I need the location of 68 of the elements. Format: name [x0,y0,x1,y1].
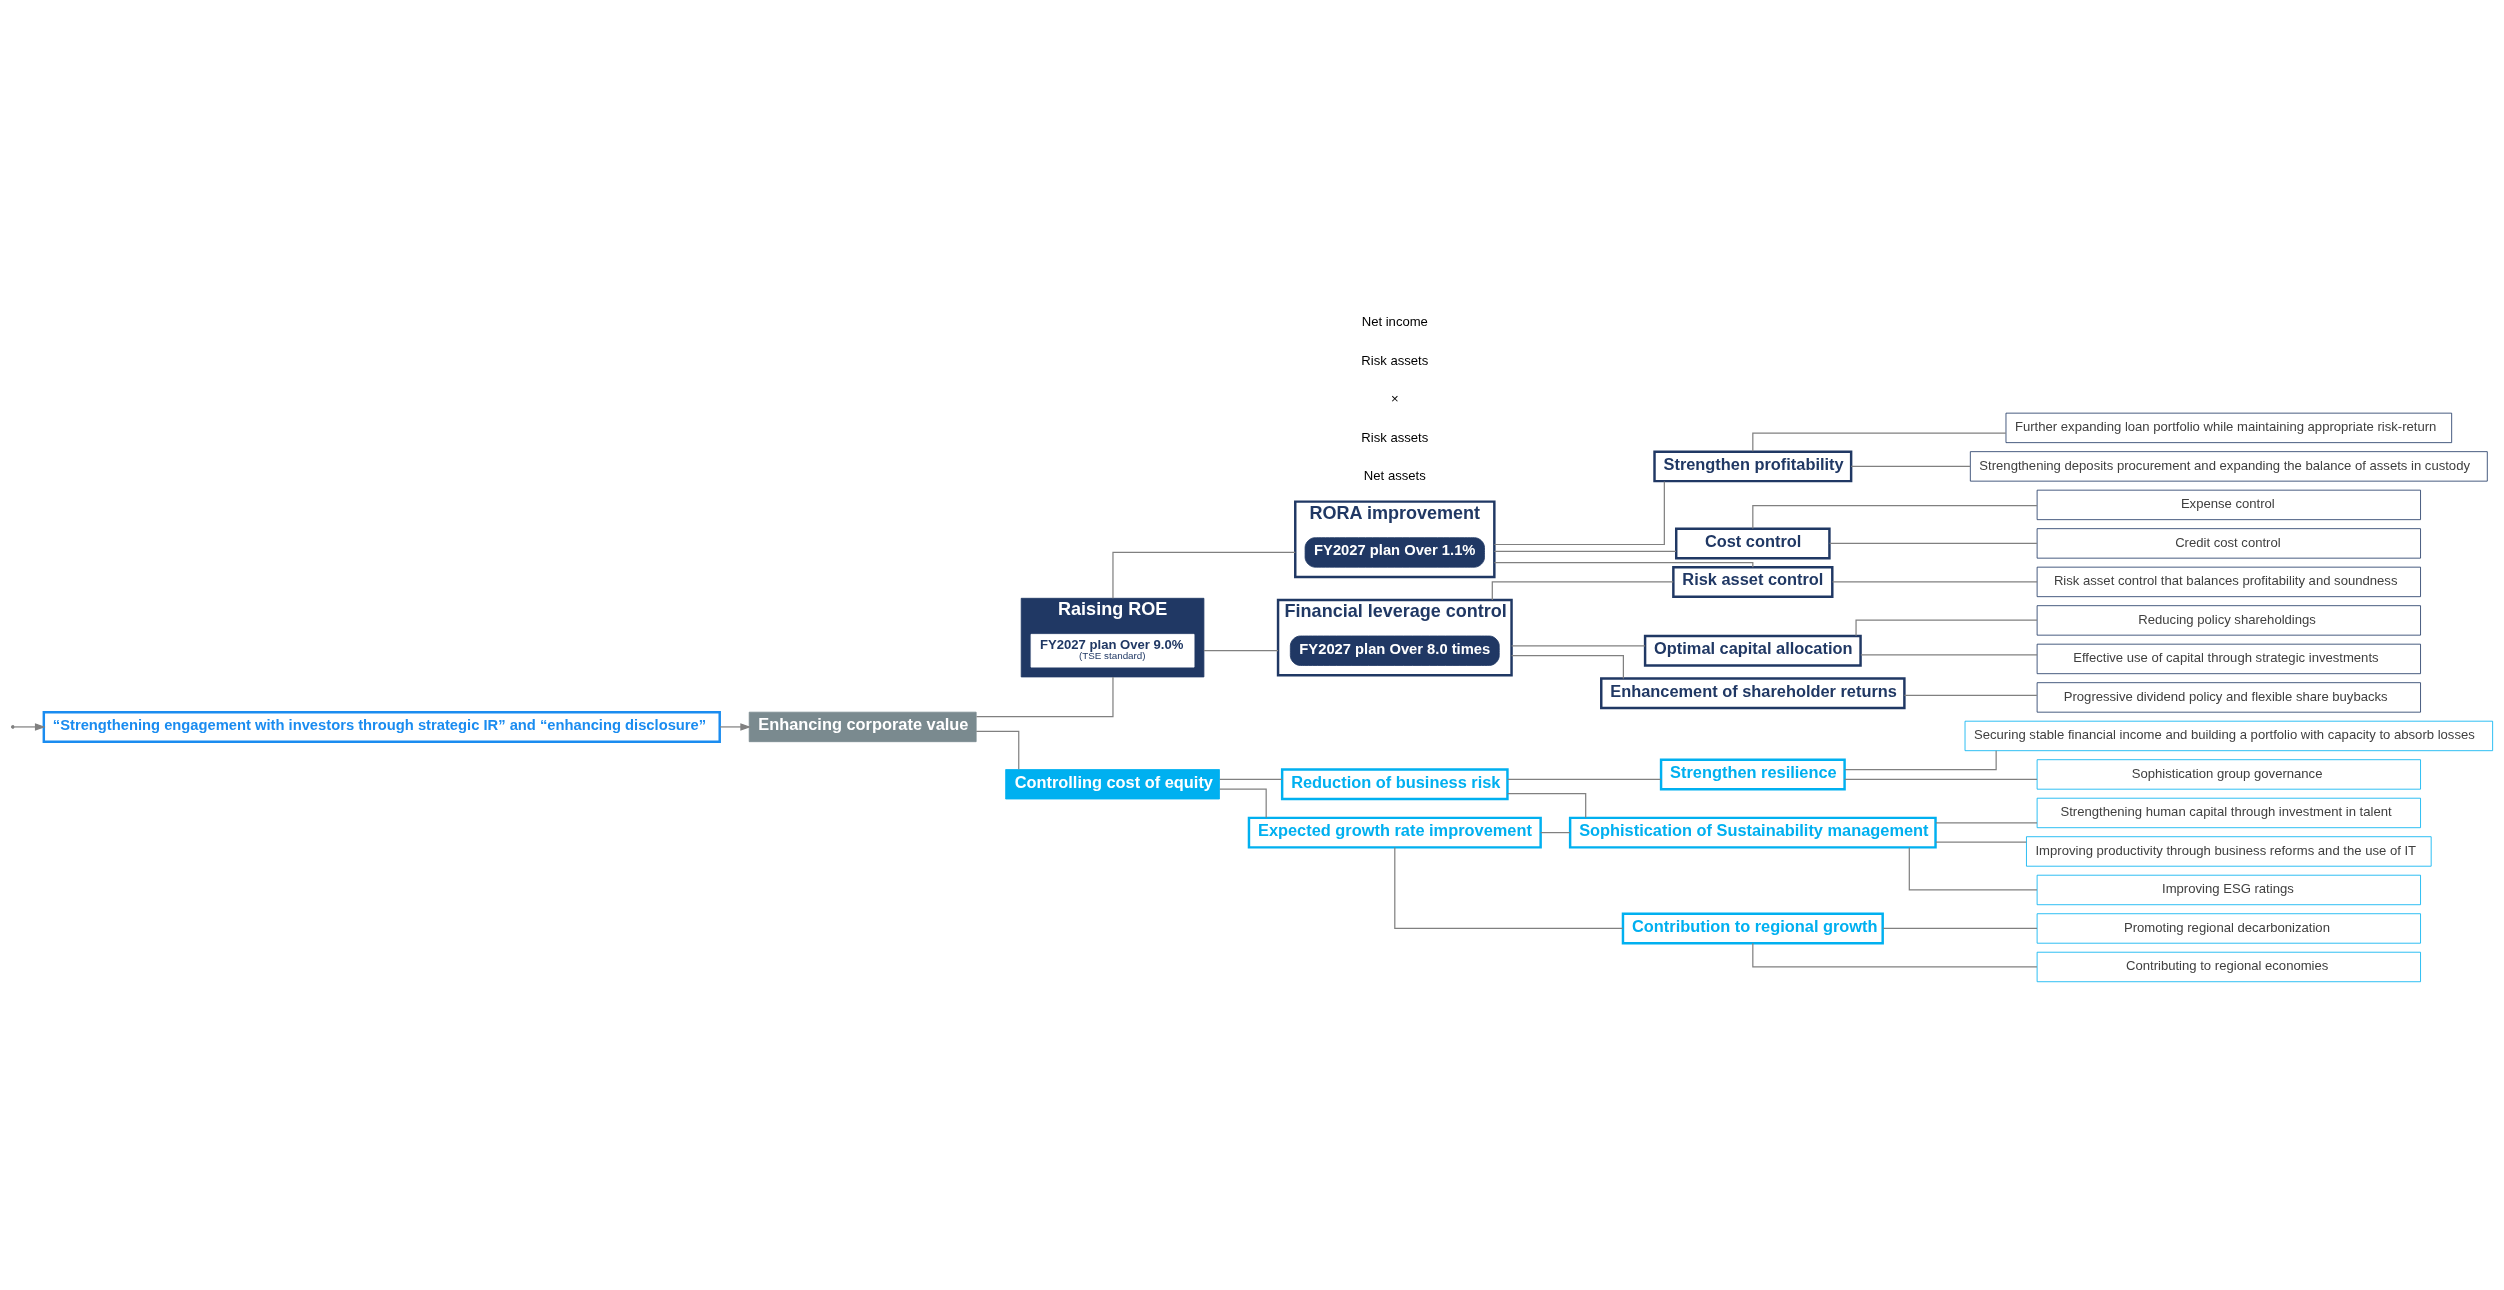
connector [1752,432,2007,452]
node-box: Reducing policy shareholdings [2036,605,2421,636]
node-box: Strengthen resilience [1659,758,1846,791]
connector [975,676,1114,718]
node-box: Contribution to regional growth [1621,912,1884,945]
node-box: Expense control [2036,489,2421,521]
label: Risk assets [1361,352,1429,368]
node-box: Strengthening human capital through investment in talent [2036,797,2421,829]
connector [1935,841,2027,843]
node-box: Promoting regional decarbonization [2036,913,2421,944]
node-box: Improving ESG ratings [2036,874,2421,906]
connector [1540,832,1571,834]
connector [1112,551,1296,599]
node-box: Further expanding loan portfolio while maintaining appropriate risk-return [2005,412,2453,444]
connector [1828,542,2038,545]
connector [1844,750,1997,771]
node-box: Securing stable financial income and building a portfolio with capacity to absorb losses [1964,720,2494,752]
node-box: Enhancing corporate value [748,711,977,743]
connector [975,730,1020,770]
connector [1855,619,2038,637]
connector [1506,793,1587,819]
connector [1903,694,2038,696]
connector [1908,846,2038,891]
connector [1203,650,1279,652]
label: × [1390,391,1399,407]
connector [1493,550,1677,552]
node-box: Expected growth rate improvement [1247,816,1542,849]
connector [1752,505,2038,530]
node-box: Enhancement of shareholder returns [1600,677,1906,710]
connector [1831,581,2038,583]
connector [1491,581,1674,601]
node-box: Optimal capital allocation [1643,634,1862,667]
connector [1510,655,1624,680]
node-box: Strengthen profitability [1653,450,1853,483]
node-box: Controlling cost of equity [1005,769,1220,800]
label: Net income [1361,314,1428,330]
node-box: Improving productivity through business reforms and the use of IT [2026,836,2432,867]
node-box: Effective use of capital through strategic investments [2036,643,2421,675]
arrow [719,723,751,731]
node-box: Risk asset control [1672,565,1834,598]
node-box: FY2027 plan Over 1.1% [1304,537,1485,568]
node-box: Progressive dividend policy and flexible share buybacks [2036,682,2421,713]
connector [1219,778,1283,780]
label: Net assets [1363,468,1426,484]
connector [1493,562,1754,568]
connector [1860,654,2038,656]
node-box: Risk asset control that balances profitability and soundness [2036,566,2421,598]
connector [1844,778,2038,780]
connector [1882,927,2038,930]
node-box: Sophistication of Sustainability management [1568,816,1937,849]
connector [1219,788,1267,819]
node-box: Credit cost control [2036,528,2421,559]
connector [1510,645,1646,647]
node-box: Cost control [1675,527,1831,560]
connector [1506,778,1662,780]
connector [1935,822,2038,824]
arrow [13,723,46,731]
connector [1394,846,1624,930]
node-box: Strengthening deposits procurement and expanding the balance of assets in custody [1969,451,2488,482]
label: Risk assets [1361,429,1429,445]
connector [1850,465,1971,467]
node-box: “Strengthening engagement with investors through strategic IR” and “enhancing disclosure” [42,710,721,743]
node-box: Sophistication group governance [2036,759,2421,790]
node-box: Contributing to regional economies [2036,951,2421,983]
connector [1493,480,1665,546]
node-box: FY2027 plan Over 9.0% (TSE standard) [1030,633,1195,668]
node-box: Reduction of business risk [1280,768,1509,801]
node-box: FY2027 plan Over 8.0 times [1289,635,1500,666]
